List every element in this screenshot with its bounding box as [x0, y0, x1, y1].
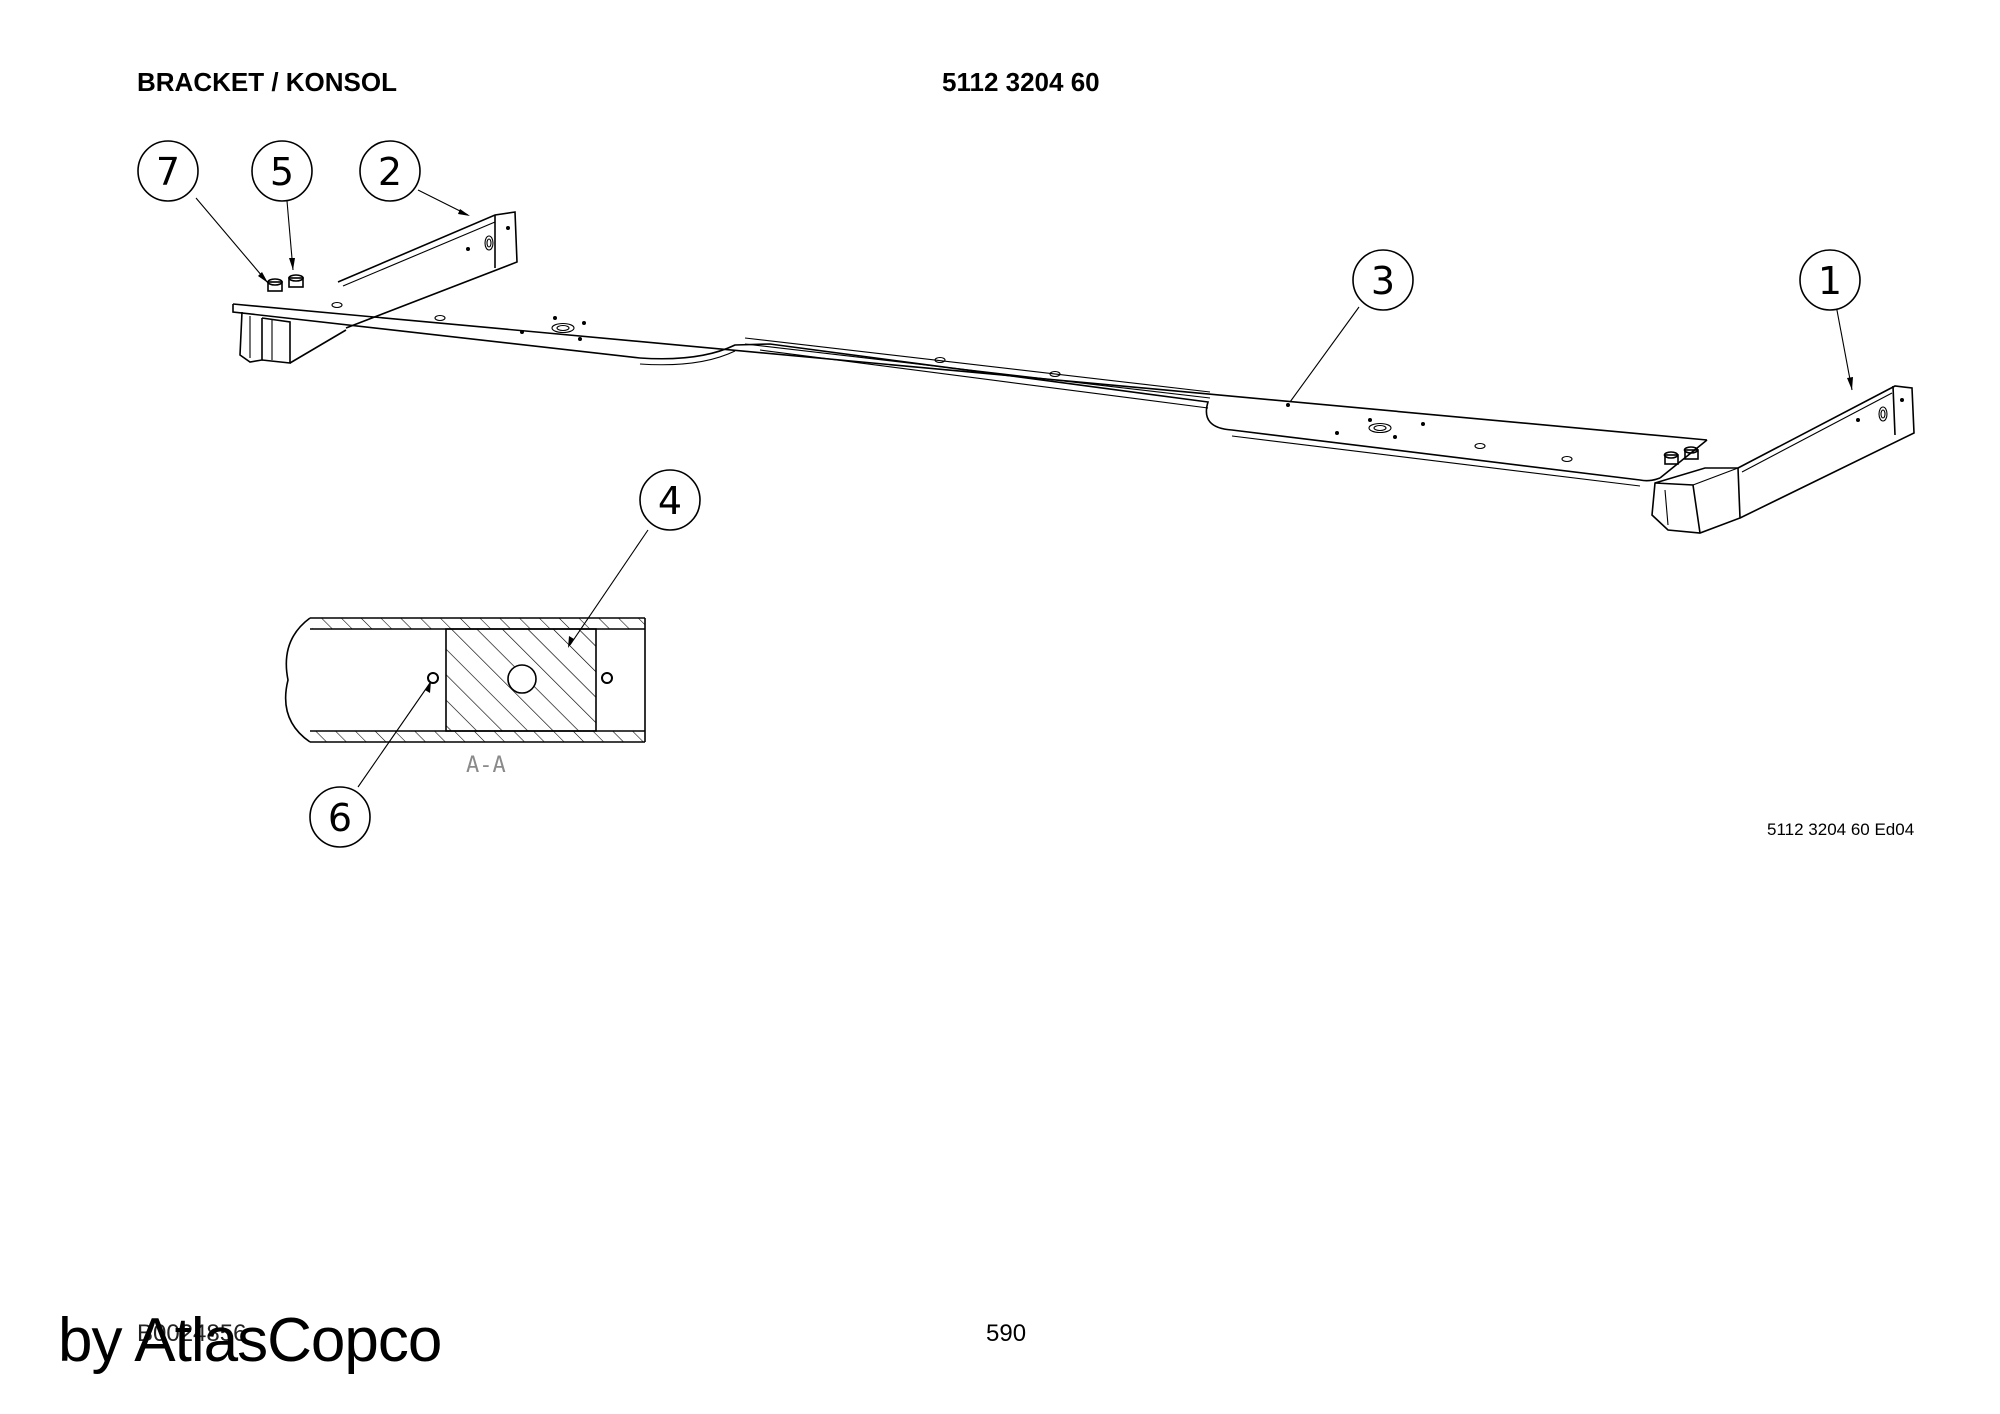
leader-lines: [195, 189, 1853, 788]
edition-code: 5112 3204 60 Ed04: [1767, 820, 1915, 839]
svg-text:3: 3: [1371, 259, 1395, 303]
svg-text:4: 4: [658, 479, 682, 523]
section-label: A-A: [466, 753, 506, 778]
callout-5: 5: [251, 140, 313, 202]
callout-1: 1: [1799, 249, 1861, 311]
svg-text:2: 2: [378, 150, 402, 194]
left-tube: [239, 211, 518, 364]
callout-3: 3: [1352, 249, 1414, 311]
leader-arrowheads: [258, 209, 1853, 693]
callout-2: 2: [359, 140, 421, 202]
right-tube: [1651, 385, 1915, 534]
callout-7: 7: [137, 140, 199, 202]
bracket-plate: [232, 301, 1708, 487]
drawing-title: BRACKET / KONSOL: [137, 67, 397, 97]
drawing-number: B0024856: [137, 1320, 247, 1347]
part-number: 5112 3204 60: [942, 67, 1100, 97]
watermark: by AtlasCopco: [58, 1306, 442, 1375]
callout-4: 4: [639, 469, 701, 531]
svg-text:1: 1: [1818, 259, 1842, 303]
page-number: 590: [986, 1320, 1027, 1347]
section-view-a-a: [284, 617, 646, 743]
svg-text:6: 6: [328, 796, 352, 840]
svg-text:5: 5: [270, 150, 294, 194]
callout-6: 6: [309, 786, 371, 848]
left-bolts: [267, 274, 304, 292]
svg-text:7: 7: [156, 150, 180, 194]
